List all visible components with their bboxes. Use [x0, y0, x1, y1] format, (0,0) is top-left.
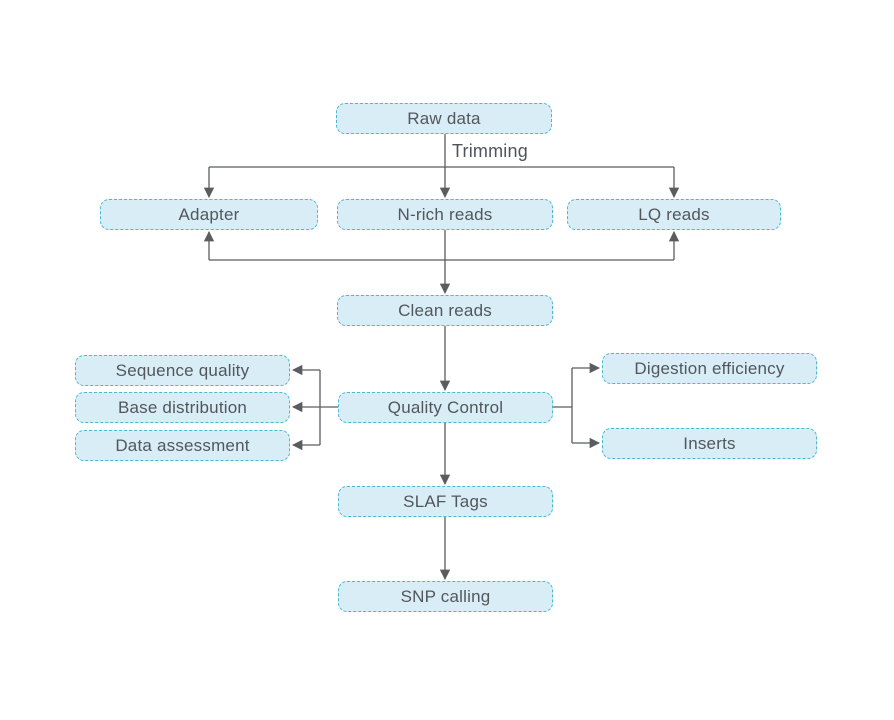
edge-label-trimming: Trimming: [452, 141, 528, 161]
connector-merge-bar: [203, 229, 680, 295]
node-raw-data: Raw data: [336, 103, 552, 134]
node-n-rich-reads: N-rich reads: [337, 199, 553, 230]
connector-qc-right-branch: [553, 362, 601, 449]
connector-trimming-branch: [203, 134, 680, 199]
node-data-assessment: Data assessment: [75, 430, 290, 461]
node-snp-calling: SNP calling: [338, 581, 553, 612]
node-lq-reads: LQ reads: [567, 199, 781, 230]
node-inserts: Inserts: [602, 428, 817, 459]
node-slaf-tags: SLAF Tags: [338, 486, 553, 517]
node-sequence-quality: Sequence quality: [75, 355, 290, 386]
connector-qc-left-branch: [291, 364, 338, 451]
node-clean-reads: Clean reads: [337, 295, 553, 326]
node-quality-control: Quality Control: [338, 392, 553, 423]
node-digestion-efficiency: Digestion efficiency: [602, 353, 817, 384]
node-adapter: Adapter: [100, 199, 318, 230]
node-base-distribution: Base distribution: [75, 392, 290, 423]
